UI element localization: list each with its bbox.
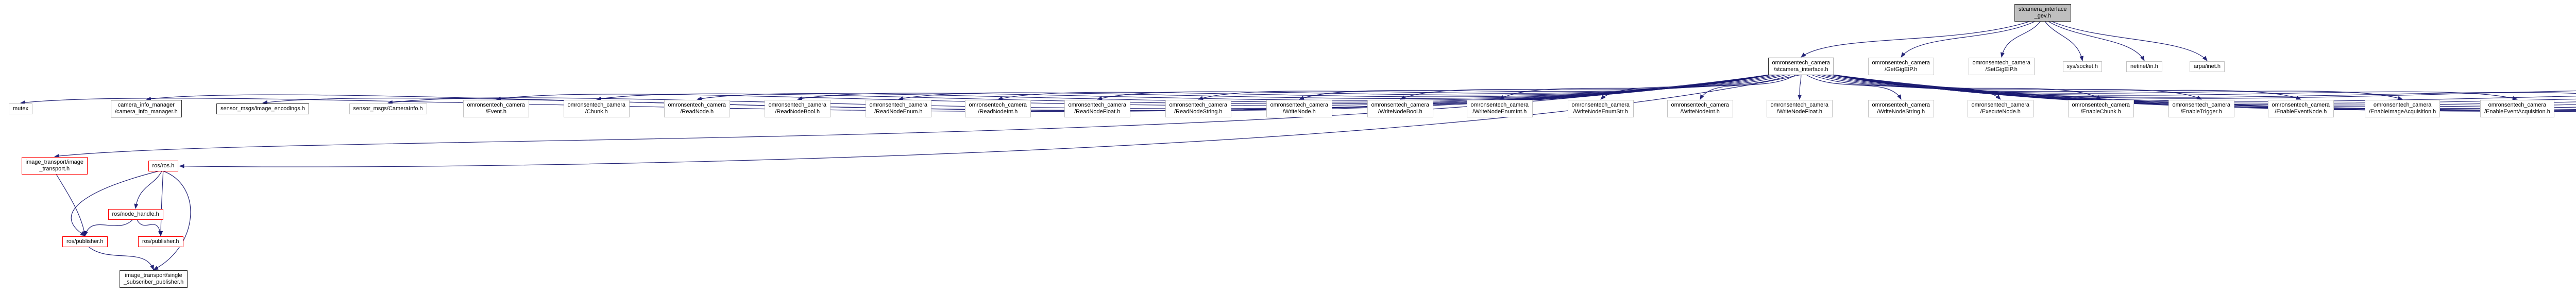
graph-node-wnfloat: omronsentech_camera /WriteNodeFloat.h (1766, 100, 1833, 118)
include-edge-root-to-si (1801, 21, 2031, 58)
graph-node-rnstring: omronsentech_camera /ReadNodeString.h (1165, 100, 1232, 118)
include-edge-root-to-getgigeip (1901, 21, 2036, 58)
include-edge-img_transport-to-pub_left (56, 173, 87, 236)
include-edge-si-to-rnint (997, 74, 1771, 100)
graph-node-getgigeip: omronsentech_camera /GetGigEIP.h (1868, 58, 1935, 76)
include-edge-ros-to-node_handle (134, 170, 162, 209)
graph-node-mutex: mutex (9, 103, 32, 115)
graph-node-caminfo: sensor_msgs/CameraInfo.h (349, 103, 427, 115)
include-edge-si-to-stheader (1832, 74, 2576, 111)
graph-node-cim[interactable]: camera_info_manager /camera_info_manager… (111, 100, 182, 118)
graph-node-eneventnode: omronsentech_camera /EnableEventNode.h (2267, 100, 2334, 118)
include-edge-si-to-event (496, 74, 1771, 106)
graph-node-arpa_inet: arpa/inet.h (2190, 61, 2225, 73)
include-edge-si-to-wnenumint (1499, 74, 1786, 100)
include-edge-si-to-rnbool (797, 74, 1771, 101)
graph-node-chunk: omronsentech_camera /Chunk.h (563, 100, 630, 118)
include-edge-si-to-wnenumstr (1600, 74, 1791, 100)
include-edge-pub_left-to-ssp (88, 246, 154, 270)
graph-node-enevtacq: omronsentech_camera /EnableEventAcquisit… (2480, 100, 2554, 118)
include-edge-si-to-wnint (1700, 74, 1797, 100)
include-edge-root-to-setgigeip (2000, 21, 2041, 58)
graph-node-node_handle[interactable]: ros/node_handle.h (108, 209, 163, 220)
include-edge-si-to-ros (179, 74, 1802, 168)
graph-node-entrigger: omronsentech_camera /EnableTrigger.h (2168, 100, 2235, 118)
graph-node-enchunk: omronsentech_camera /EnableChunk.h (2067, 100, 2134, 118)
graph-node-si[interactable]: omronsentech_camera /stcamera_interface.… (1768, 58, 1835, 76)
graph-node-setgigeip: omronsentech_camera /SetGigEIP.h (1968, 58, 2035, 76)
include-edge-ros-to-pub_right (159, 170, 164, 236)
include-edge-si-to-wnstring (1806, 74, 1902, 100)
include-edge-si-to-enchunk (1816, 74, 2102, 100)
graph-node-event: omronsentech_camera /Event.h (463, 100, 530, 118)
graph-node-pub_left[interactable]: ros/publisher.h (62, 236, 108, 248)
graph-node-ros[interactable]: ros/ros.h (148, 161, 179, 172)
graph-node-img_transport[interactable]: image_transport/image _transport.h (21, 157, 88, 175)
graph-node-rnenum: omronsentech_camera /ReadNodeEnum.h (865, 100, 932, 118)
include-edge-si-to-wn (1299, 74, 1776, 100)
graph-node-wnenumint: omronsentech_camera /WriteNodeEnumInt.h (1466, 100, 1533, 118)
graph-node-netinet_in: netinet/in.h (2126, 61, 2162, 73)
graph-node-exec: omronsentech_camera /ExecuteNode.h (1967, 100, 2034, 118)
graph-node-sys_socket: sys/socket.h (2062, 61, 2103, 73)
include-edge-si-to-wnfloat (1798, 74, 1802, 100)
include-edge-si-to-rnstring (1198, 74, 1771, 100)
include-edge-ros-to-pub_left (71, 170, 160, 236)
include-edge-si-to-wnbool (1400, 74, 1782, 100)
graph-node-rnbool: omronsentech_camera /ReadNodeBool.h (764, 100, 831, 118)
graph-node-wnbool: omronsentech_camera /WriteNodeBool.h (1367, 100, 1434, 118)
graph-node-ssp[interactable]: image_transport/single _subscriber_publi… (120, 270, 188, 288)
graph-node-img_enc[interactable]: sensor_msgs/image_encodings.h (216, 103, 309, 115)
graph-node-root[interactable]: stcamera_interface _gev.h (2014, 4, 2071, 22)
include-edge-root-to-arpa_inet (2050, 21, 2208, 61)
graph-node-readnode: omronsentech_camera /ReadNode.h (664, 100, 731, 118)
include-edge-ros-to-ssp (153, 170, 191, 270)
graph-node-wnenumstr: omronsentech_camera /WriteNodeEnumStr.h (1567, 100, 1634, 118)
graph-node-rnfloat: omronsentech_camera /ReadNodeFloat.h (1064, 100, 1131, 118)
graph-node-rnint: omronsentech_camera /ReadNodeInt.h (964, 100, 1031, 118)
graph-node-wnint: omronsentech_camera /WriteNodeInt.h (1667, 100, 1734, 118)
include-edge-root-to-sys_socket (2044, 21, 2084, 61)
graph-node-wn: omronsentech_camera /WriteNode.h (1266, 100, 1333, 118)
include-edge-root-to-netinet_in (2047, 21, 2145, 61)
graph-node-enimgacq: omronsentech_camera /EnableImageAcquisit… (2365, 100, 2441, 118)
include-edge-si-to-eneventnode (1826, 74, 2301, 100)
include-edge-node_handle-to-pub_right (136, 219, 162, 236)
graph-node-pub_right[interactable]: ros/publisher.h (138, 236, 183, 248)
include-edge-node_handle-to-pub_left (84, 219, 133, 236)
graph-node-wnstring: omronsentech_camera /WriteNodeString.h (1868, 100, 1935, 118)
